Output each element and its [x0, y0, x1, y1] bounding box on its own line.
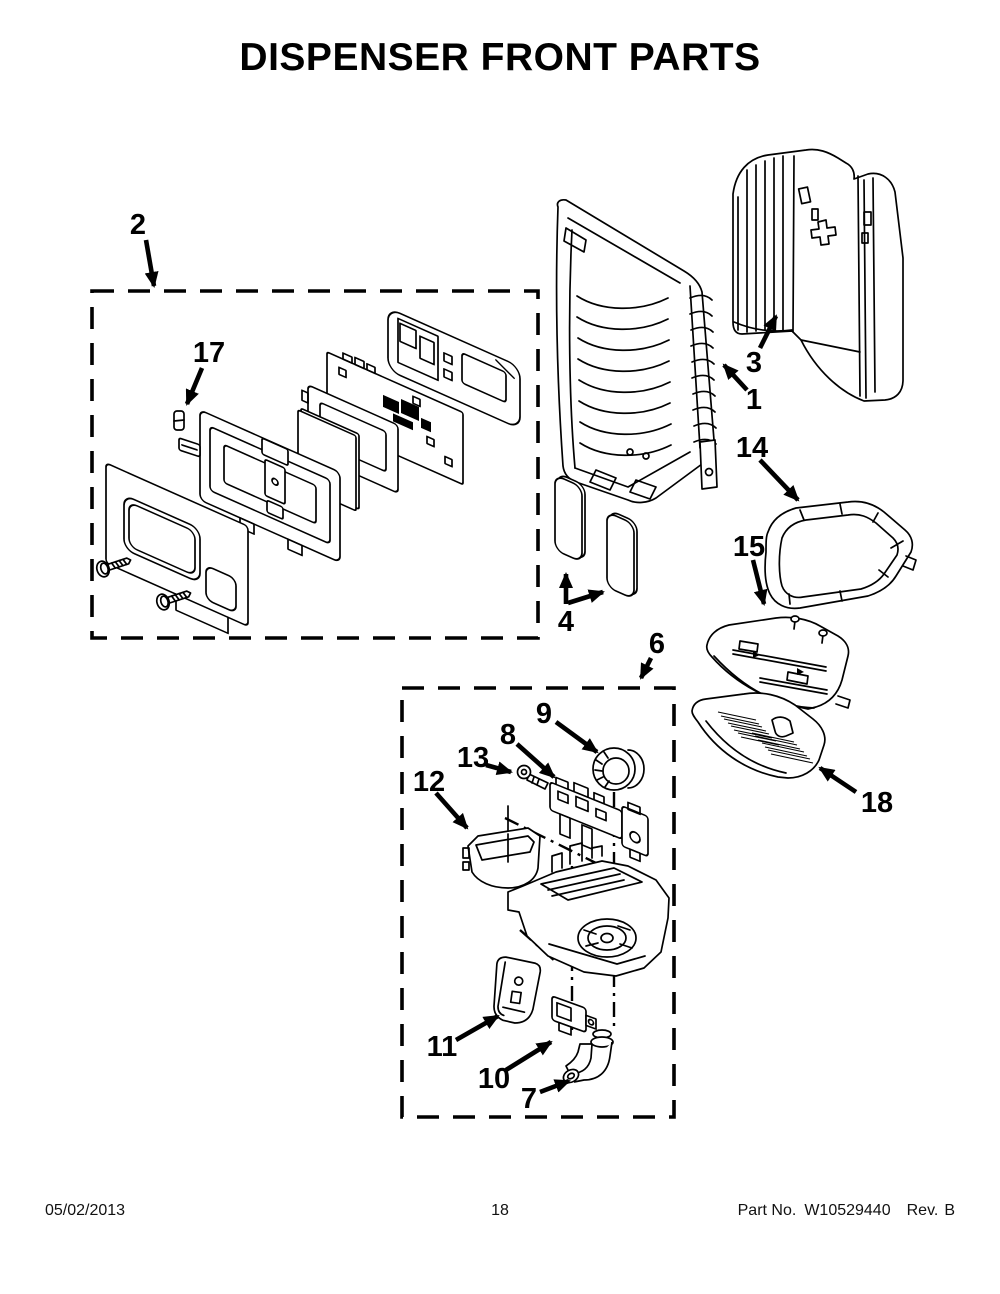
callout-9-arrow — [554, 720, 599, 754]
part-15-drip-tray-drawing — [705, 615, 851, 710]
callout-10: 10 — [478, 1063, 510, 1095]
footer-part-info: Part No. W10529440 Rev. B — [738, 1202, 955, 1220]
callout-11: 11 — [427, 1031, 458, 1063]
part-front-panel-drawing — [105, 463, 249, 635]
part-10-switch-drawing — [551, 995, 597, 1036]
callout-7: 7 — [521, 1083, 537, 1115]
callout-17-arrow — [184, 367, 205, 406]
callout-6-arrow — [638, 656, 654, 680]
callout-14: 14 — [736, 432, 768, 464]
footer-date: 05/02/2013 — [45, 1202, 126, 1219]
part-circuit-board-drawing — [326, 351, 464, 485]
group-2-dashed-boundary — [90, 289, 540, 640]
part-8-bracket-drawing — [549, 776, 649, 863]
callout-10-arrow — [504, 1040, 553, 1072]
callout-15: 15 — [733, 531, 765, 563]
callout-2-arrow — [143, 239, 159, 288]
part-mechanism-housing-drawing — [507, 842, 670, 977]
grille-slots — [717, 711, 814, 764]
callout-12-arrow — [434, 791, 469, 830]
screw-icon — [95, 557, 132, 578]
part-11-paddle-drawing — [493, 956, 542, 1024]
part-7-elbow-drawing — [562, 1029, 614, 1084]
part-3-rear-cover-drawing — [732, 148, 904, 402]
callout-1-arrow — [722, 363, 749, 392]
group-6-dispenser-module — [400, 686, 676, 1119]
part-9-knob-drawing — [592, 747, 645, 791]
callout-18-arrow — [818, 766, 858, 794]
callout-arrows — [143, 239, 858, 1095]
part-number: W10529440 — [804, 1202, 891, 1219]
callout-4: 4 — [558, 606, 574, 638]
page-title: DISPENSER FRONT PARTS — [239, 36, 761, 79]
callout-4-arrow — [559, 572, 605, 606]
callout-11-arrow — [454, 1014, 500, 1042]
callout-12: 12 — [413, 766, 445, 798]
callout-13-arrow — [485, 761, 513, 775]
callout-labels: 2 17 3 1 14 15 4 6 18 9 8 13 12 11 10 7 — [130, 209, 893, 1115]
callout-8-arrow — [515, 742, 556, 779]
rev-value: B — [944, 1202, 955, 1219]
part-13-pin-drawing — [516, 764, 549, 790]
part-4-pads-drawing — [554, 475, 638, 597]
callout-8: 8 — [500, 719, 516, 751]
part-rear-housing-drawing — [387, 311, 521, 426]
part-bracket-strip-drawing — [261, 437, 289, 520]
callout-9: 9 — [536, 698, 552, 730]
callout-3: 3 — [746, 347, 762, 379]
callout-13: 13 — [457, 742, 489, 774]
callout-6: 6 — [649, 628, 665, 660]
callout-14-arrow — [758, 458, 800, 502]
footer-page-number: 18 — [491, 1202, 509, 1219]
rev-label: Rev. — [906, 1202, 939, 1219]
callout-2: 2 — [130, 209, 146, 241]
part-18-grille-drawing — [691, 692, 826, 779]
callout-18: 18 — [861, 787, 893, 819]
callout-15-arrow — [750, 559, 768, 606]
part-1-dispenser-housing-drawing — [555, 198, 718, 504]
group-2-control-panel-assembly — [90, 289, 540, 640]
group-6-dashed-boundary — [400, 686, 676, 1119]
part-17-connector-drawing — [173, 410, 201, 458]
screw-icon — [155, 590, 192, 611]
callout-17: 17 — [193, 337, 225, 369]
callout-7-arrow — [539, 1078, 571, 1095]
part-14-tray-ring-drawing — [764, 500, 917, 610]
part-no-label: Part No. — [737, 1202, 797, 1219]
callout-3-arrow — [757, 314, 779, 350]
callout-1: 1 — [746, 384, 762, 416]
part-12-bucket-drawing — [462, 827, 541, 889]
